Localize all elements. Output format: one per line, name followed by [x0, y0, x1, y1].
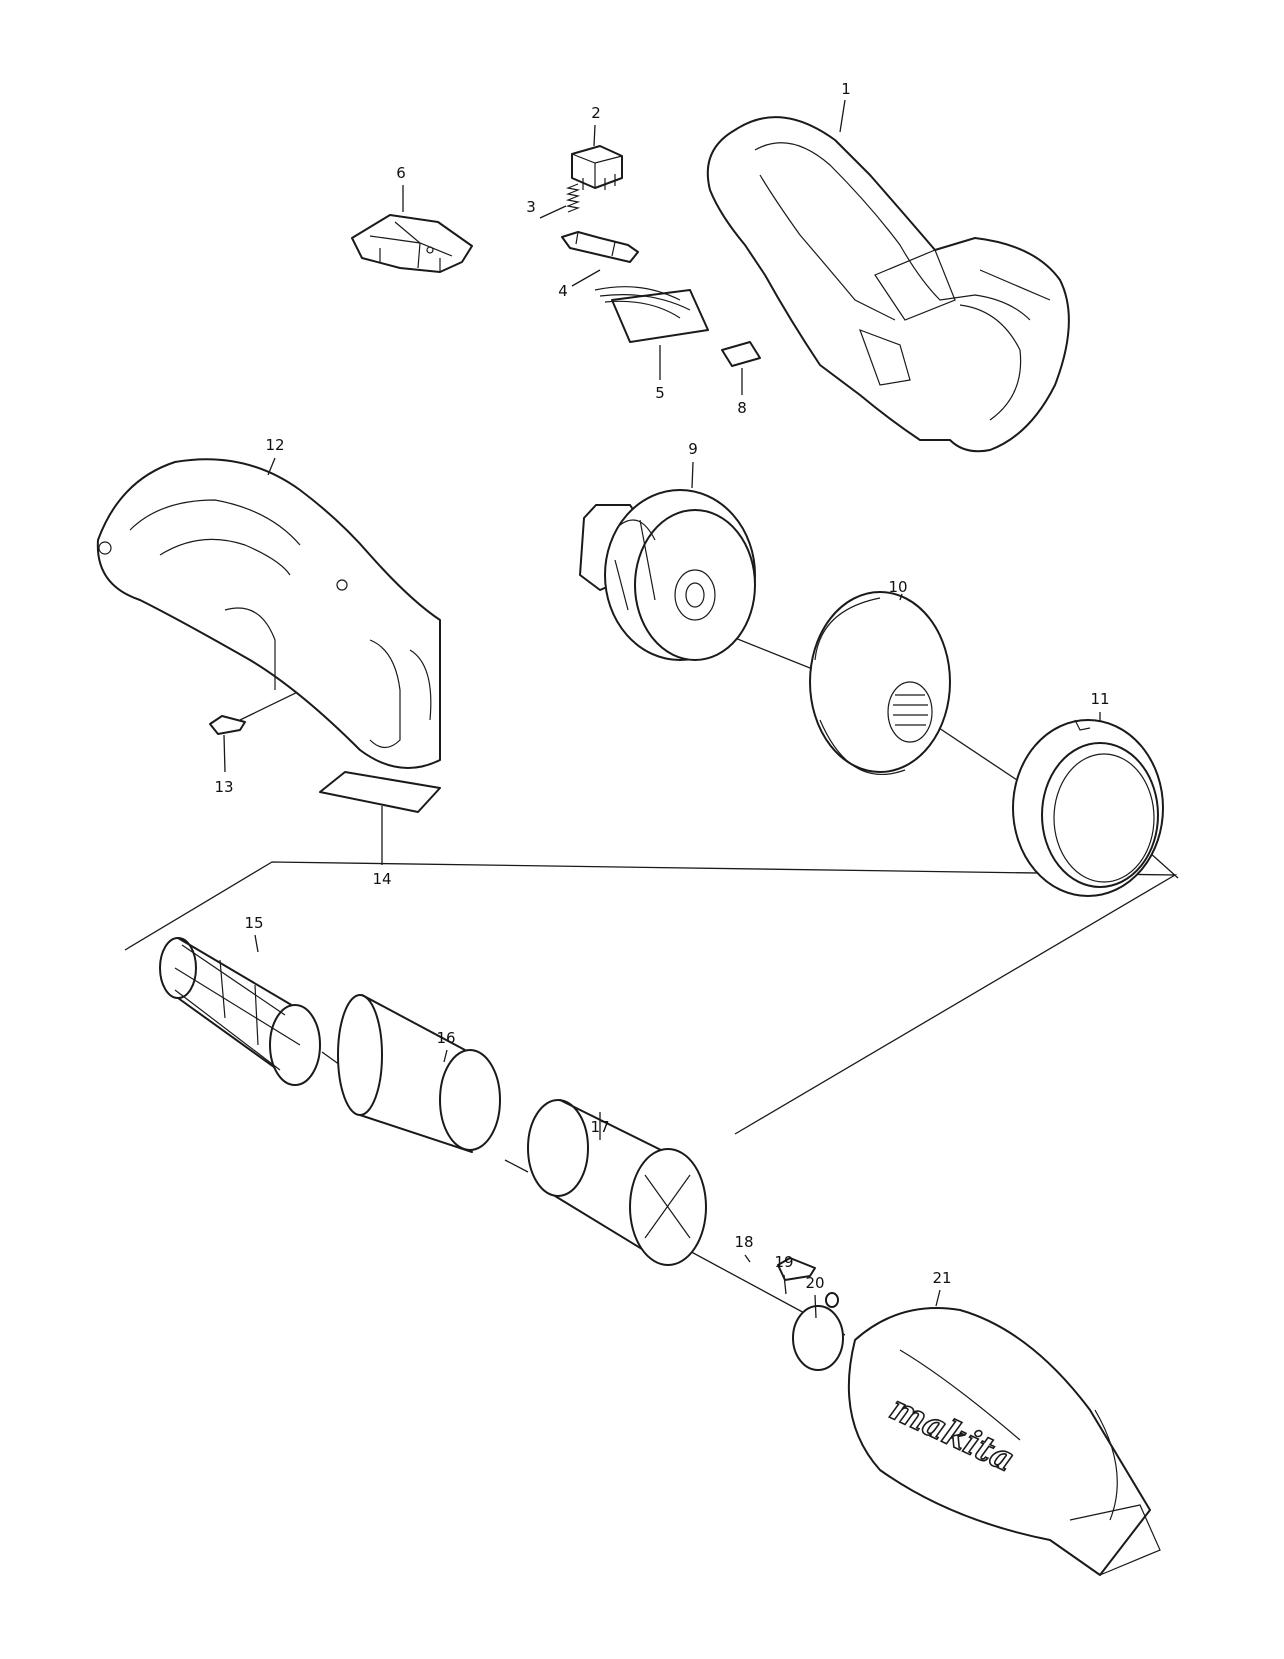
callout-16: 16: [436, 1029, 455, 1047]
callout-15: 15: [244, 914, 263, 932]
callout-4: 4: [558, 282, 568, 300]
part-20-valve: [792, 1305, 844, 1371]
part-11-ring: [1012, 719, 1164, 897]
part-9-motor-fan: [579, 489, 756, 661]
callout-19: 19: [774, 1253, 793, 1271]
callout-10: 10: [888, 578, 907, 596]
callout-14: 14: [372, 870, 391, 888]
callout-18: 18: [734, 1233, 753, 1251]
callout-2: 2: [591, 104, 601, 122]
callout-20: 20: [805, 1274, 824, 1292]
part-14-label: [319, 771, 441, 813]
callout-21: 21: [932, 1269, 951, 1287]
part-12-front-housing: [96, 458, 441, 769]
assembly-outline: [124, 861, 1178, 1135]
part-1-housing-half: [706, 116, 1070, 453]
part-6-terminal-block: [351, 214, 473, 273]
callout-17: 17: [590, 1118, 609, 1136]
callout-11: 11: [1090, 690, 1109, 708]
part-5-wiring-plate: [594, 286, 709, 343]
part-8-pad: [721, 341, 761, 367]
part-4-switch-lever: [561, 231, 639, 263]
callout-8: 8: [737, 399, 747, 417]
part-15-filter-cage: [159, 937, 321, 1086]
part-19-washer: [825, 1292, 839, 1308]
callout-1: 1: [841, 80, 851, 98]
callout-13: 13: [214, 778, 233, 796]
part-16-paper-filter: [337, 994, 501, 1153]
part-10-end-cap: [809, 591, 951, 775]
callout-9: 9: [688, 440, 698, 458]
part-13-screw: [209, 715, 246, 735]
callout-12: 12: [265, 436, 284, 454]
callout-6: 6: [396, 164, 406, 182]
callout-3: 3: [526, 198, 536, 216]
part-2-micro-switch: [571, 145, 623, 190]
callout-leaders: [223, 99, 1101, 1319]
axis-line-filter: [321, 1051, 341, 1066]
part-17-prefilter: [527, 1099, 707, 1266]
axis-line-filter-b: [504, 1159, 529, 1173]
callout-5: 5: [655, 384, 665, 402]
part-21-nozzle: makita: [847, 1307, 1161, 1576]
part-3-spring: [565, 183, 581, 213]
callout-numbers: 1 2 3 4 5 6 8 9 10 11 12 13 14 15 16 17 …: [214, 80, 1109, 1292]
